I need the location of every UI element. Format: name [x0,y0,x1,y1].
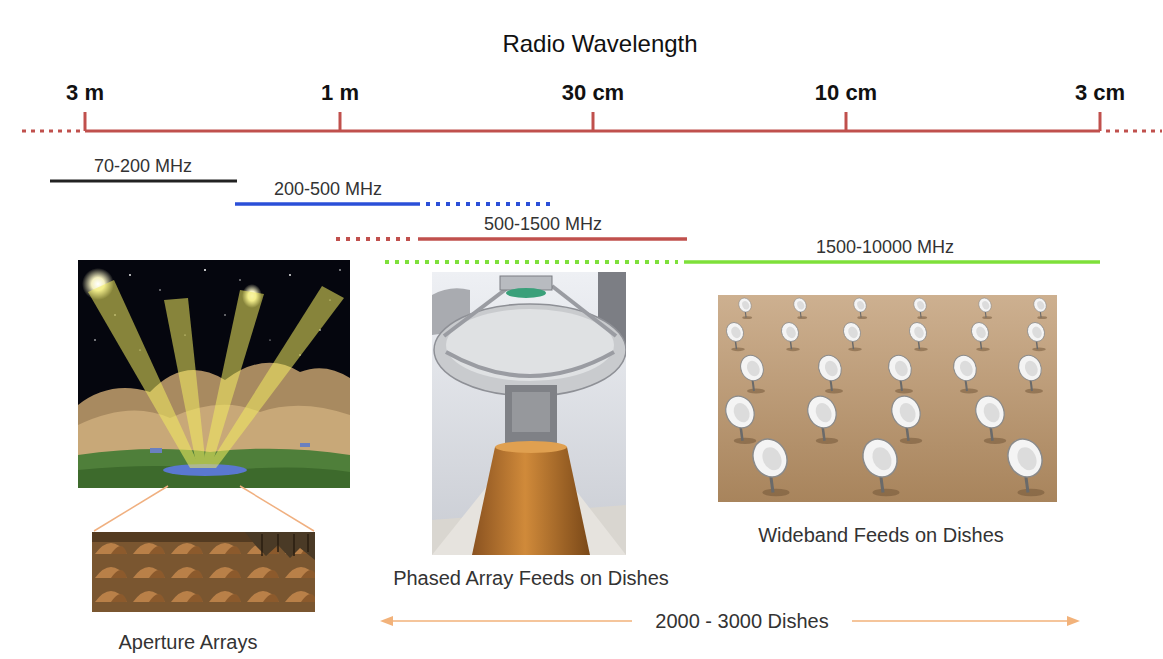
caption: Aperture Arrays [119,631,258,654]
aperture-array-illustration [78,260,350,488]
tick-label: 30 cm [562,80,624,105]
caption: 2000 - 3000 Dishes [655,610,828,633]
band-label: 70-200 MHz [94,156,192,177]
tick-label: 10 cm [815,80,877,105]
leader-lines [94,486,314,531]
phased-array-dish-photo [432,272,626,555]
wavelength-axis [22,112,1162,131]
band-label: 200-500 MHz [274,179,382,200]
aperture-array-inset [92,532,315,612]
band-label: 500-1500 MHz [484,214,602,235]
tick-label: 3 m [66,80,104,105]
frequency-bands [50,181,1100,262]
band-label: 1500-10000 MHz [816,237,954,258]
caption: Phased Array Feeds on Dishes [393,567,669,590]
dish-array-photo [718,295,1057,502]
caption: Wideband Feeds on Dishes [758,524,1004,547]
tick-label: 3 cm [1075,80,1125,105]
diagram-title: Radio Wavelength [502,30,697,58]
tick-label: 1 m [321,80,359,105]
